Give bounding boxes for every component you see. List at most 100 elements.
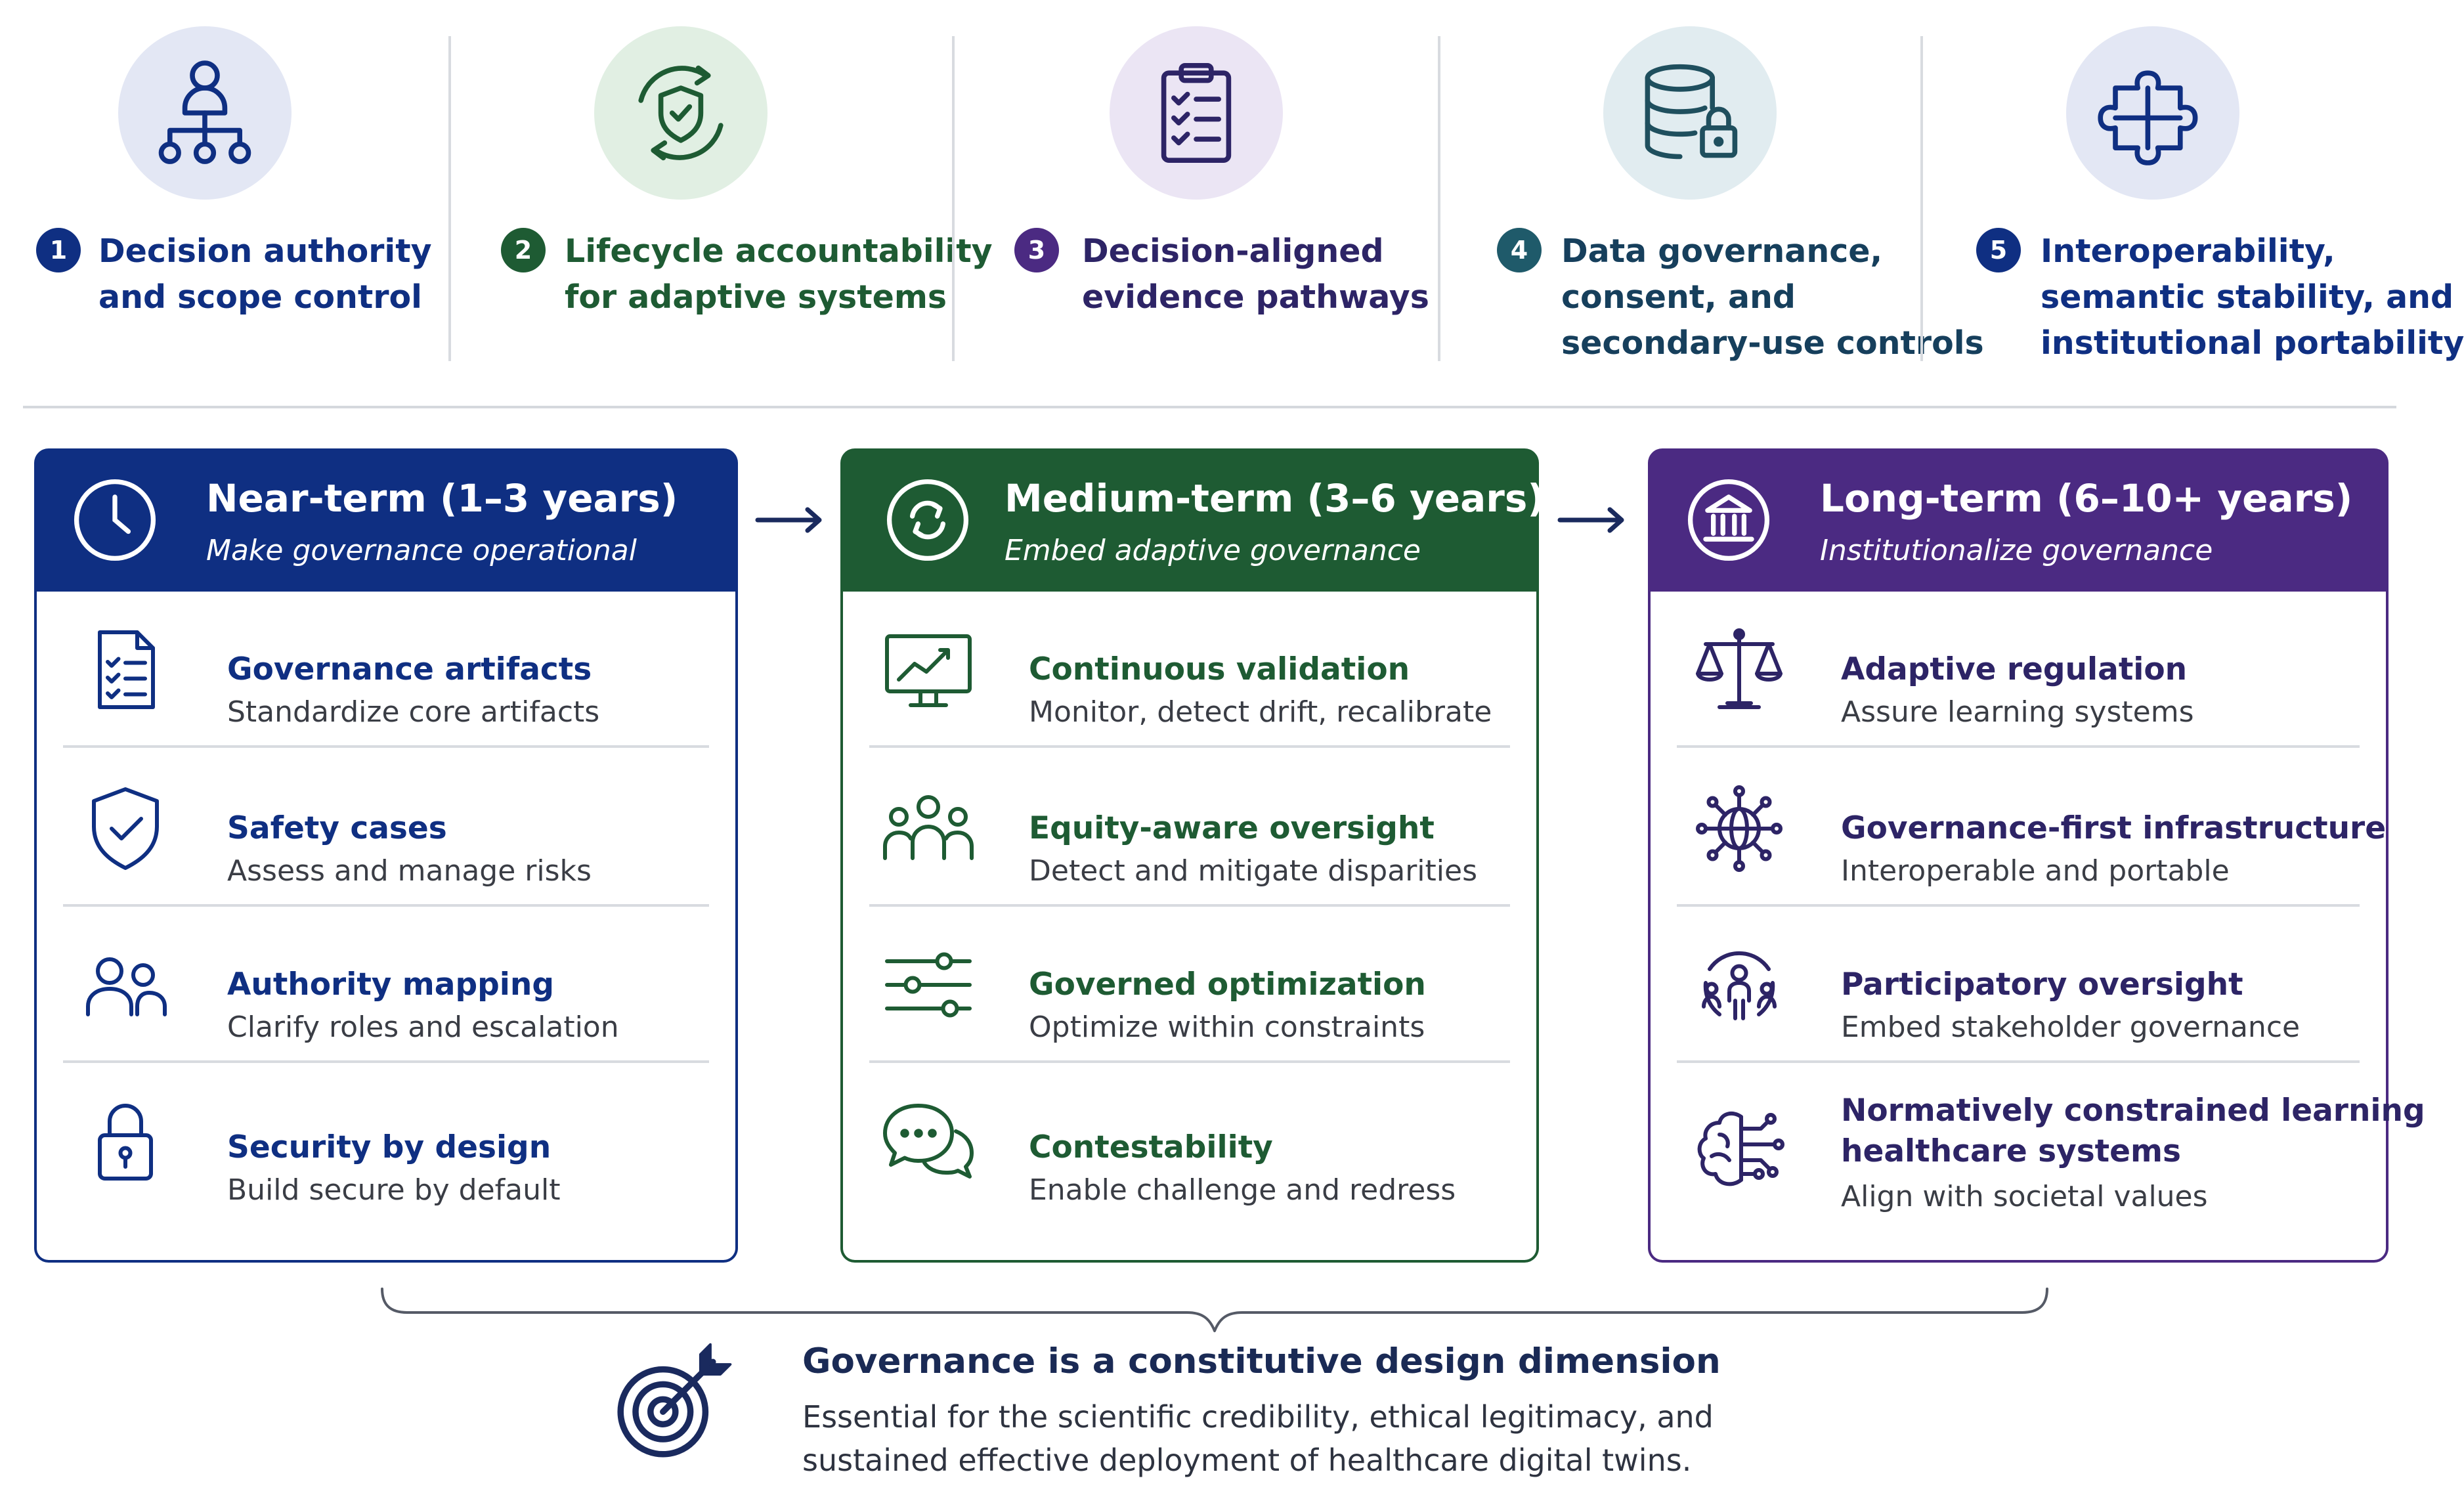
monitor-chart-icon-wrap [879, 620, 978, 719]
padlock-icon-wrap [76, 1092, 175, 1190]
pillar-2-icon-circle [594, 26, 767, 200]
pillar-4-icon-circle [1603, 26, 1777, 200]
institution-icon-wrap [1681, 472, 1777, 568]
item-desc: Monitor, detect drift, recalibrate [1029, 695, 1492, 729]
document-checklist-icon-wrap [76, 620, 175, 719]
conclusion-title: Governance is a constitutive design dime… [802, 1341, 1721, 1381]
item-desc: Clarify roles and escalation [227, 1010, 619, 1044]
group-icon [883, 795, 974, 860]
people-icon [86, 957, 167, 1016]
pillar-separator [952, 36, 955, 361]
cycle-shield-icon [638, 65, 724, 161]
clipboard-checklist-icon [1161, 62, 1232, 163]
pillar-separator [448, 36, 451, 361]
pillar-3: 3 Decision-aligned evidence pathways [965, 0, 1429, 394]
network-globe-icon [1696, 785, 1783, 872]
pillar-1-number: 1 [36, 228, 81, 272]
stakeholder-circle-icon [1702, 951, 1777, 1020]
phase-medium-term-body: Continuous validation Monitor, detect dr… [840, 592, 1539, 1263]
list-item: Governance artifacts Standardize core ar… [37, 592, 735, 748]
item-title: Authority mapping [227, 966, 554, 1003]
section-divider [23, 406, 2396, 408]
pillar-5-title: Interoperability, semantic stability, an… [2041, 232, 2464, 362]
item-divider [63, 745, 709, 748]
item-title: Governance-first infrastructure [1841, 810, 2387, 846]
brain-circuit-icon-wrap [1690, 1101, 1788, 1200]
pillar-2: 2 Lifecycle accountability for adaptive … [460, 0, 993, 394]
item-divider [1677, 1060, 2360, 1063]
phase-long-term-subtitle: Institutionalize governance [1820, 534, 2213, 567]
item-title: Safety cases [227, 810, 447, 846]
item-title: Security by design [227, 1129, 551, 1165]
arrow-right-icon [1556, 500, 1628, 542]
pillar-4: 4 Data governance, consent, and secondar… [1451, 0, 1984, 394]
item-desc: Optimize within constraints [1029, 1010, 1425, 1044]
item-desc: Align with societal values [1841, 1180, 2208, 1213]
document-checklist-icon [98, 630, 155, 709]
pillar-3-title: Decision-aligned evidence pathways [1082, 232, 1429, 316]
item-title: Adaptive regulation [1841, 651, 2188, 687]
monitor-chart-icon [885, 634, 972, 707]
network-globe-icon-wrap [1690, 779, 1788, 878]
item-title: Participatory oversight [1841, 966, 2243, 1003]
list-item: Governed optimization Optimize within co… [843, 907, 1536, 1063]
list-item: Continuous validation Monitor, detect dr… [843, 592, 1536, 748]
speech-bubbles-icon-wrap [879, 1092, 978, 1190]
item-desc: Embed stakeholder governance [1841, 1010, 2301, 1044]
phase-long-term-title: Long-term (6–10+ years) [1820, 476, 2353, 521]
pillar-2-title: Lifecycle accountability for adaptive sy… [565, 232, 993, 316]
phase-medium-term-header: Medium-term (3–6 years) Embed adaptive g… [840, 448, 1545, 592]
list-item: Security by design Build secure by defau… [37, 1063, 735, 1219]
puzzle-piece-icon [2098, 70, 2198, 165]
people-icon-wrap [76, 936, 175, 1034]
shield-check-icon-wrap [76, 779, 175, 878]
clock-icon [74, 479, 156, 561]
item-divider [63, 904, 709, 907]
phase-near-term-title: Near-term (1–3 years) [206, 476, 678, 521]
list-item: Participatory oversight Embed stakeholde… [1651, 907, 2386, 1063]
pillar-4-number: 4 [1497, 228, 1542, 272]
pillar-separator [1438, 36, 1440, 361]
item-desc: Assure learning systems [1841, 695, 2194, 729]
item-desc: Standardize core artifacts [227, 695, 600, 729]
list-item: Equity-aware oversight Detect and mitiga… [843, 750, 1536, 907]
item-title: Contestability [1029, 1129, 1273, 1165]
item-desc: Enable challenge and redress [1029, 1173, 1456, 1207]
pillar-5-number: 5 [1976, 228, 2021, 272]
item-title: Governed optimization [1029, 966, 1426, 1003]
group-icon-wrap [879, 779, 978, 878]
pillar-4-title: Data governance, consent, and secondary-… [1561, 232, 1984, 362]
target-arrow-icon [617, 1343, 732, 1458]
pillar-3-number: 3 [1014, 228, 1059, 272]
clock-icon-wrap [67, 472, 163, 568]
stakeholder-circle-icon-wrap [1690, 936, 1788, 1034]
list-item: Governance-first infrastructure Interope… [1651, 750, 2386, 907]
phase-near-term-subtitle: Make governance operational [206, 534, 637, 567]
item-desc: Assess and manage risks [227, 854, 592, 888]
phase-long-term-header: Long-term (6–10+ years) Institutionalize… [1648, 448, 2388, 592]
item-divider [869, 745, 1510, 748]
pillar-separator [1920, 36, 1923, 361]
pillar-1-title: Decision authority and scope control [98, 232, 432, 316]
phase-near-term-body: Governance artifacts Standardize core ar… [34, 592, 738, 1263]
padlock-icon [98, 1104, 153, 1181]
phase-medium-term-subtitle: Embed adaptive governance [1005, 534, 1421, 567]
curly-brace [381, 1288, 2048, 1332]
conclusion-description: Essential for the scientific credibility… [802, 1399, 1714, 1478]
item-divider [1677, 745, 2360, 748]
item-title: Normatively constrained learning healthc… [1841, 1093, 2425, 1169]
refresh-cycle-icon [886, 479, 969, 561]
phase-long-term-body: Adaptive regulation Assure learning syst… [1648, 592, 2425, 1263]
phase-medium-term-title: Medium-term (3–6 years) [1005, 476, 1545, 521]
item-desc: Interoperable and portable [1841, 854, 2230, 888]
org-hierarchy-icon [158, 60, 251, 164]
pillar-1: 1 Decision authority and scope control [0, 0, 446, 394]
sliders-icon-wrap [879, 936, 978, 1034]
item-divider [869, 1060, 1510, 1063]
phase-long-term: Long-term (6–10+ years) Institutionalize… [1648, 448, 2425, 1263]
shield-check-icon [92, 787, 159, 870]
item-desc: Detect and mitigate disparities [1029, 854, 1477, 888]
list-item: Authority mapping Clarify roles and esca… [37, 907, 735, 1063]
pillar-1-icon-circle [118, 26, 292, 200]
item-divider [869, 904, 1510, 907]
